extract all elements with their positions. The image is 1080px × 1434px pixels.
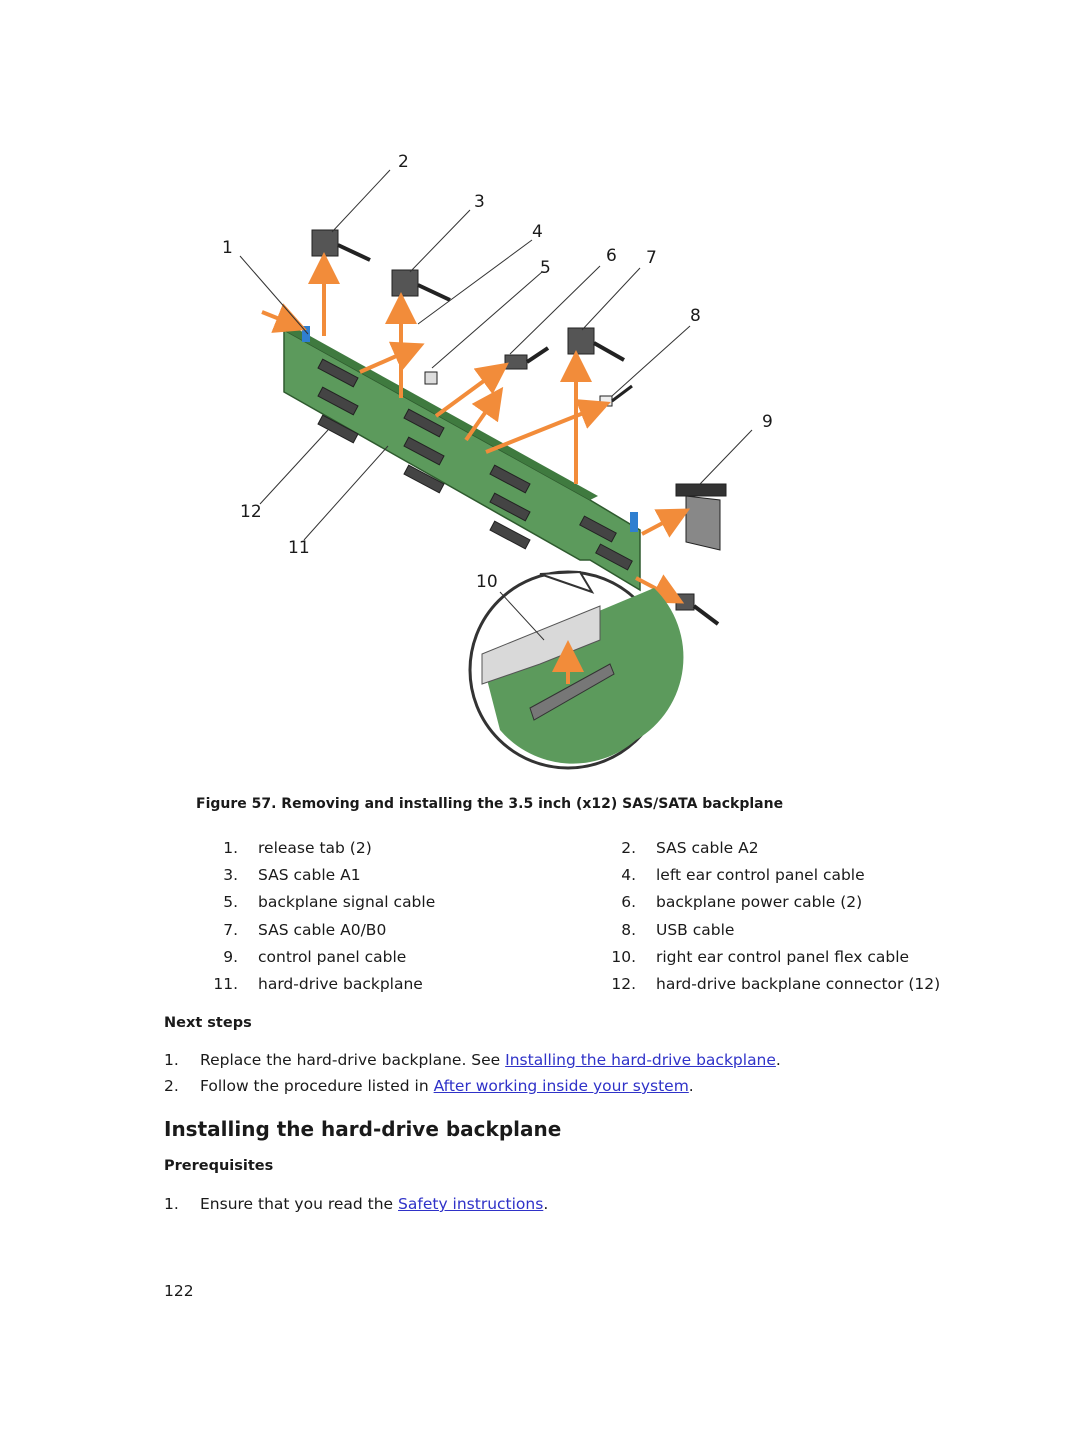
- callout-8: 8: [690, 306, 701, 326]
- step-text: Follow the procedure listed in: [200, 1077, 434, 1095]
- legend-label: SAS cable A0/B0: [258, 920, 387, 939]
- legend-item: 3. SAS cable A1: [208, 861, 435, 888]
- step-text-end: .: [688, 1077, 694, 1095]
- legend-number: 8.: [621, 920, 636, 939]
- figure-caption: Figure 57. Removing and installing the 3…: [196, 796, 784, 812]
- callout-5: 5: [540, 258, 551, 278]
- legend-item: 4. left ear control panel cable: [606, 861, 940, 888]
- callout-leaders: [239, 169, 753, 641]
- callout-12: 12: [240, 502, 262, 522]
- legend-label: hard-drive backplane: [258, 975, 423, 994]
- legend-number: 9.: [223, 947, 238, 966]
- removal-arrows: [261, 252, 691, 604]
- installing-backplane-link[interactable]: Installing the hard-drive backplane: [505, 1051, 776, 1069]
- legend-number: 6.: [621, 893, 636, 912]
- legend-label: USB cable: [656, 920, 735, 939]
- legend-number: 12.: [611, 975, 636, 994]
- legend-label: right ear control panel flex cable: [656, 947, 910, 966]
- legend-item: 10. right ear control panel flex cable: [606, 943, 940, 970]
- backplane-illustration: [239, 169, 753, 770]
- next-step-item: 1. Replace the hard-drive backplane. See…: [164, 1047, 781, 1073]
- prerequisites-list: 1. Ensure that you read the Safety instr…: [164, 1191, 548, 1217]
- callout-11: 11: [288, 538, 310, 558]
- step-text: Replace the hard-drive backplane. See: [200, 1051, 506, 1069]
- section-title: Installing the hard-drive backplane: [164, 1117, 562, 1141]
- backplane-board: [283, 328, 641, 592]
- legend-label: backplane signal cable: [258, 893, 436, 912]
- legend-item: 6. backplane power cable (2): [606, 889, 940, 916]
- release-tab-left: [302, 326, 310, 342]
- callout-7: 7: [646, 248, 657, 268]
- legend-label: control panel cable: [258, 947, 407, 966]
- next-steps-list: 1. Replace the hard-drive backplane. See…: [164, 1047, 781, 1099]
- callout-4: 4: [532, 222, 543, 242]
- step-number: 1.: [164, 1195, 179, 1213]
- callout-6: 6: [606, 246, 617, 266]
- legend-label: release tab (2): [258, 838, 372, 857]
- legend-label: left ear control panel cable: [656, 865, 865, 884]
- backplane-figure: 1 2 3 4 5 6 7 8 9 10 11 12: [200, 140, 840, 780]
- safety-instructions-link[interactable]: Safety instructions: [398, 1195, 544, 1213]
- callout-9: 9: [762, 412, 773, 432]
- legend-label: SAS cable A2: [656, 838, 759, 857]
- release-tab-right: [630, 512, 638, 532]
- step-number: 1.: [164, 1051, 179, 1069]
- step-text: Ensure that you read the: [200, 1195, 399, 1213]
- callout-3: 3: [474, 192, 485, 212]
- legend-item: 5. backplane signal cable: [208, 889, 435, 916]
- legend-number: 7.: [223, 920, 238, 939]
- step-number: 2.: [164, 1077, 179, 1095]
- drive-connectors: [317, 358, 633, 571]
- legend-label: backplane power cable (2): [656, 893, 863, 912]
- legend-number: 1.: [223, 838, 238, 857]
- legend-item: 2. SAS cable A2: [606, 834, 940, 861]
- next-step-item: 2. Follow the procedure listed in After …: [164, 1073, 781, 1099]
- legend-number: 11.: [213, 975, 238, 994]
- legend-number: 5.: [223, 893, 238, 912]
- legend-item: 7. SAS cable A0/B0: [208, 916, 435, 943]
- legend-number: 4.: [621, 865, 636, 884]
- after-working-link[interactable]: After working inside your system: [433, 1077, 689, 1095]
- prerequisite-item: 1. Ensure that you read the Safety instr…: [164, 1191, 548, 1217]
- legend-number: 10.: [611, 947, 636, 966]
- step-text-end: .: [775, 1051, 781, 1069]
- legend-item: 11. hard-drive backplane: [208, 970, 435, 997]
- legend-number: 3.: [223, 865, 238, 884]
- legend-number: 2.: [621, 838, 636, 857]
- prerequisites-heading: Prerequisites: [164, 1158, 274, 1174]
- legend-item: 12. hard-drive backplane connector (12): [606, 970, 940, 997]
- legend-item: 1. release tab (2): [208, 834, 435, 861]
- step-text-end: .: [543, 1195, 549, 1213]
- legend-item: 8. USB cable: [606, 916, 940, 943]
- callout-1: 1: [222, 238, 233, 258]
- legend-left-column: 1. release tab (2) 3. SAS cable A1 5. backp…: [208, 834, 435, 998]
- detail-inset: [468, 570, 684, 770]
- legend-label: SAS cable A1: [258, 865, 361, 884]
- legend-label: hard-drive backplane connector (12): [656, 975, 941, 994]
- legend-item: 9. control panel cable: [208, 943, 435, 970]
- next-steps-heading: Next steps: [164, 1015, 252, 1031]
- cables: [311, 229, 727, 626]
- callout-2: 2: [398, 152, 409, 172]
- callout-10: 10: [476, 572, 498, 592]
- legend-right-column: 2. SAS cable A2 4. left ear control panel …: [606, 834, 940, 998]
- page-number: 122: [164, 1282, 194, 1300]
